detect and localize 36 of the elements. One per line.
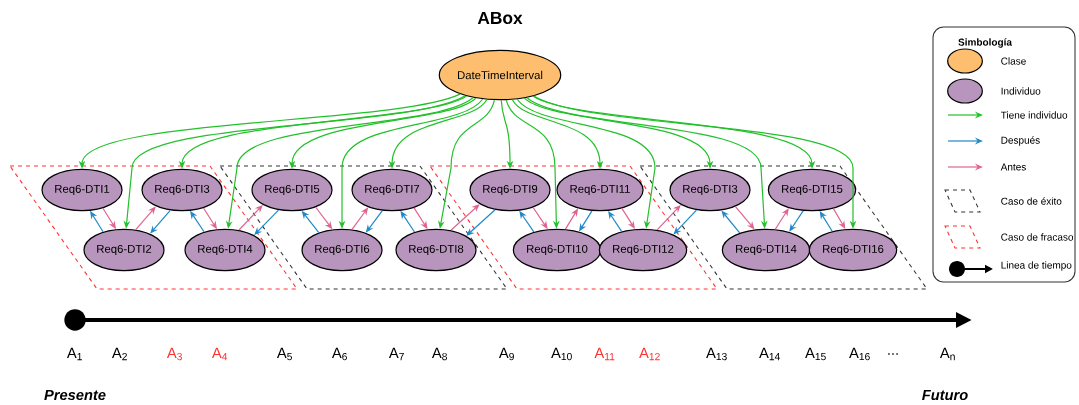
time-point-label: A$_{2}$ bbox=[111, 347, 127, 361]
arrow bbox=[789, 210, 804, 232]
time-point-label: A$_{n}$ bbox=[939, 347, 955, 361]
time-point-label: A$_{8}$ bbox=[431, 347, 447, 361]
time-point-label: A$_{14}$ bbox=[759, 347, 780, 361]
time-point-label: A$_{7}$ bbox=[388, 347, 404, 361]
time-point-label: A$_{4}$ bbox=[211, 347, 228, 361]
arrow bbox=[466, 209, 496, 236]
time-point-label: ... bbox=[888, 353, 898, 355]
legend-text: Clase bbox=[1001, 57, 1026, 65]
time-point-label: A$_{3}$ bbox=[166, 347, 182, 361]
legend-text: Tiene individuo bbox=[1000, 111, 1068, 119]
time-point-label: A$_{13}$ bbox=[706, 347, 727, 361]
arrow bbox=[150, 209, 171, 234]
legend-text: Caso de fracaso bbox=[1001, 233, 1074, 241]
time-point-label: A$_{1}$ bbox=[66, 347, 82, 361]
time-point-label: A$_{16}$ bbox=[849, 347, 870, 361]
legend-title: Simbología bbox=[958, 38, 1012, 48]
time-label: Futuro bbox=[922, 389, 968, 401]
legend-text: Caso de éxito bbox=[1001, 197, 1062, 205]
title: ABox bbox=[477, 11, 523, 25]
legend-text: Después bbox=[1001, 136, 1040, 146]
time-point-label: A$_{6}$ bbox=[331, 347, 347, 361]
time-point-label: A$_{9}$ bbox=[498, 347, 514, 361]
arrow bbox=[774, 208, 789, 230]
arrow bbox=[450, 204, 480, 231]
time-point-label: A$_{15}$ bbox=[805, 347, 826, 361]
legend-text: Individuo bbox=[1001, 87, 1041, 95]
time-label: Presente bbox=[44, 389, 106, 401]
arrow bbox=[135, 206, 156, 231]
time-point-label: A$_{5}$ bbox=[276, 347, 292, 361]
time-point-label: A$_{11}$ bbox=[594, 347, 615, 361]
time-point-label: A$_{12}$ bbox=[639, 347, 660, 361]
legend-text: Linea de tiempo bbox=[1001, 261, 1072, 271]
legend-text: Antes bbox=[1000, 163, 1026, 171]
time-point-label: A$_{10}$ bbox=[551, 347, 572, 361]
